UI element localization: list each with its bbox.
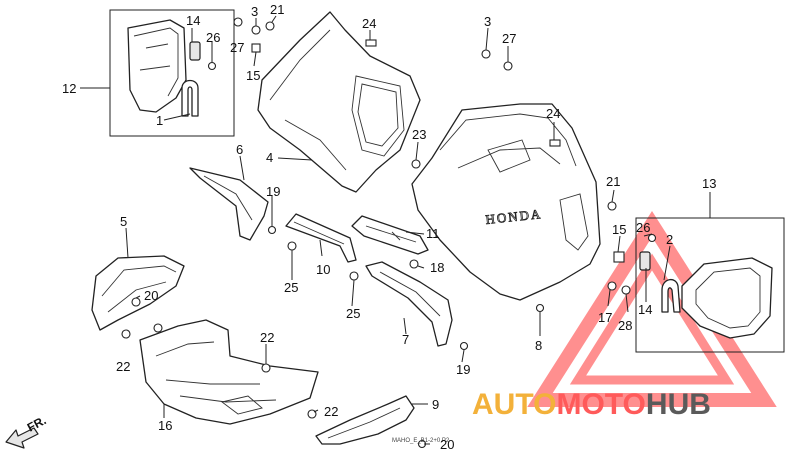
callout-19-b: 19 [456,362,470,377]
callout-19: 19 [266,184,280,199]
callout-9: 9 [432,397,439,412]
callout-21-b: 21 [606,174,620,189]
callout-14-b: 14 [638,302,652,317]
callout-15-b: 15 [612,222,626,237]
callout-labels: 12 14 26 1 3 27 21 15 24 4 6 19 5 20 22 … [62,2,716,452]
callout-27-b: 27 [502,31,516,46]
callout-7: 7 [402,332,409,347]
callout-3: 3 [251,4,258,19]
callout-25: 25 [284,280,298,295]
part-6-strip [189,167,269,241]
callout-15: 15 [246,68,260,83]
callout-25-b: 25 [346,306,360,321]
callout-6: 6 [236,142,243,157]
inset-box-12 [109,9,235,137]
callout-27: 27 [230,40,244,55]
leader-lines [80,15,711,445]
part-7-side-strip [365,261,453,347]
callout-12: 12 [62,81,76,96]
callout-22: 22 [260,330,274,345]
fasteners [121,17,631,449]
drawing-code: MAHO_E_B1-2+0 Р2 [392,438,450,444]
part-9-trim [315,395,415,445]
part-5-lower-duct [91,255,185,331]
callout-14: 14 [186,13,200,28]
callout-26-b: 26 [636,220,650,235]
callout-26: 26 [206,30,220,45]
main-side-cowl: HONDA [411,103,601,301]
callout-16: 16 [158,418,172,433]
callout-22-b: 22 [116,359,130,374]
front-direction-arrow: FR. [5,413,48,449]
callout-24-b: 24 [546,106,560,121]
callout-24: 24 [362,16,376,31]
watermark-part-hub: HUB [646,388,711,421]
inset-box-13 [635,217,785,353]
callout-4: 4 [266,150,273,165]
callout-28: 28 [618,318,632,333]
watermark-text: AUTOMOTOHUB [472,388,711,421]
part-4-inner-panel [257,11,421,193]
callout-8: 8 [535,338,542,353]
callout-11: 11 [426,226,440,241]
cowl-brand-text: HONDA [485,206,543,227]
part-11-trim [351,215,429,255]
callout-23: 23 [412,127,426,142]
callout-3-b: 3 [484,14,491,29]
callout-20-b: 20 [440,437,454,452]
callout-22-c: 22 [324,404,338,419]
callout-5: 5 [120,214,127,229]
callout-21: 21 [270,2,284,17]
callout-2: 2 [666,232,673,247]
watermark-part-moto: MOTO [556,388,645,421]
callout-17: 17 [598,310,612,325]
callout-1: 1 [156,113,163,128]
watermark-part-auto: AUTO [472,388,556,421]
callout-20: 20 [144,288,158,303]
callout-18: 18 [430,260,444,275]
callout-10: 10 [316,262,330,277]
callout-13: 13 [702,176,716,191]
part-16-under-cowl [139,319,319,425]
watermark-auto: AUTOMOTOHUB [472,388,711,421]
part-10-bar [285,213,357,263]
